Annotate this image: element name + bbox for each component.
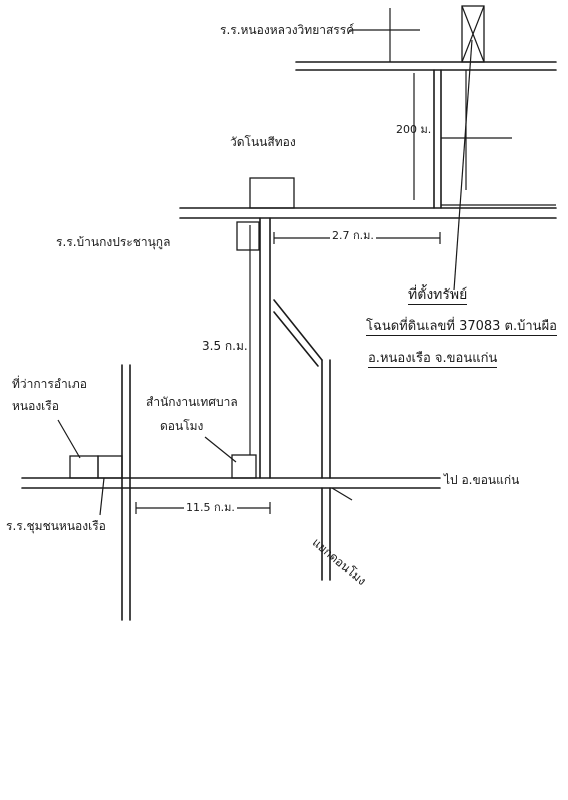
site-deed-label: โฉนดที่ดินเลขที่ 37083 ต.บ้านผือ [366,319,557,337]
lower-main-road [21,477,441,489]
district-office-label-1: ที่ว่าการอำเภอ [12,377,87,391]
bottom-roads [321,487,331,581]
diagonal-road [273,299,331,479]
dist-11-5km-label: 11.5 ก.ม. [184,501,237,515]
upper-main-road [179,207,557,219]
to-khonkaen-label: ไป อ.ขอนแก่น [444,473,520,487]
school-top-label: ร.ร.หนองหลวงวิทยาสรรค์ [220,23,355,37]
vertical-main-road [259,217,271,479]
top-road-network [295,8,557,209]
temple-building [249,177,295,209]
left-vertical-roads [121,364,131,621]
municipal-label-1: สำนักงานเทศบาล [146,395,238,409]
municipal-label-2: ดอนโมง [160,419,204,433]
school-mid-building [236,221,260,251]
dist-200m-label: 200 ม. [396,123,432,136]
site-district-label: อ.หนองเรือ จ.ขอนแก่น [368,351,498,369]
school-bottom-label: ร.ร.ชุมชนหนองเรือ [6,519,106,533]
district-office-building [69,455,99,479]
municipal-building [231,454,257,479]
school-mid-label: ร.ร.บ้านกงประชานุกูล [56,235,171,249]
dist-2-7km-label: 2.7 ก.ม. [330,229,376,243]
site-title-label: ที่ตั้งทรัพย์ [408,287,468,306]
district-office-label-2: หนองเรือ [12,399,59,413]
leader-lines [57,39,473,516]
dist-3-5km-label: 3.5 ก.ม. [202,339,248,353]
temple-label: วัดโนนสีทอง [230,135,296,149]
site-building [461,5,485,63]
school-bottom-building [97,455,123,479]
